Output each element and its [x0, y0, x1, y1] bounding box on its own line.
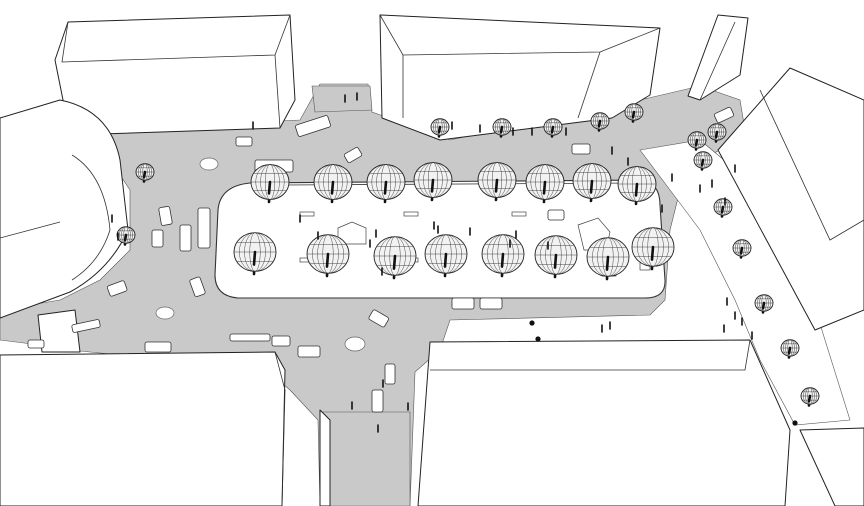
car-icon	[197, 207, 211, 249]
building-northeast-tower	[687, 14, 749, 101]
tree-icon	[534, 235, 578, 279]
car-icon	[297, 345, 321, 358]
tree-icon	[586, 237, 630, 281]
building-east	[717, 67, 864, 331]
vehicles	[27, 106, 735, 413]
bench	[299, 211, 315, 217]
car-icon	[106, 280, 128, 297]
south-street-surface	[321, 411, 411, 506]
bollard-icon	[792, 420, 798, 426]
tree-icon	[424, 234, 468, 278]
tree-icon	[313, 164, 353, 204]
tree-icon	[430, 118, 450, 138]
car-icon	[384, 363, 396, 385]
car-icon	[571, 143, 591, 155]
building-southeast	[417, 339, 791, 506]
tree-icon	[631, 227, 675, 271]
car-icon	[371, 389, 384, 413]
tree-icon	[525, 164, 565, 204]
tree-icon	[780, 339, 800, 359]
tree-icon	[481, 234, 525, 278]
tree-icon	[366, 164, 406, 204]
tree-icon	[250, 164, 290, 204]
car-icon	[479, 297, 503, 310]
buildings	[0, 14, 864, 506]
tree-icon	[617, 166, 657, 206]
car-icon	[295, 115, 331, 137]
tree-icon	[572, 163, 612, 203]
tree-icon	[413, 162, 453, 202]
car-icon	[235, 136, 253, 147]
car-icon	[189, 276, 206, 298]
car-icon	[27, 339, 45, 349]
tree-icon	[373, 236, 417, 280]
building-southeast-corner	[799, 427, 864, 506]
car-icon	[713, 106, 735, 124]
car-icon	[229, 333, 271, 342]
tree-icon	[732, 239, 752, 259]
tree-icon	[754, 294, 774, 314]
car-icon	[151, 229, 164, 248]
bench	[403, 211, 419, 217]
car-icon	[451, 297, 475, 310]
bollard-icon	[535, 336, 541, 342]
north-lane-surface	[311, 85, 373, 113]
tree-icon	[693, 151, 713, 171]
tree-icon	[624, 103, 644, 123]
tree-icon	[116, 226, 136, 246]
paving-circle	[344, 336, 366, 352]
car-icon	[158, 206, 173, 226]
tree-icon	[477, 162, 517, 202]
car-icon	[71, 319, 101, 333]
paving-circles	[155, 157, 366, 352]
tree-icon	[713, 198, 733, 218]
car-icon	[368, 309, 389, 328]
building-southwest	[0, 351, 286, 506]
paving-circle	[155, 306, 175, 320]
tree-icon	[135, 163, 155, 183]
bollards	[529, 320, 798, 426]
pedestrians	[111, 92, 753, 433]
tree-icon	[543, 118, 563, 138]
car-icon	[144, 341, 172, 353]
car-icon	[343, 147, 363, 163]
south-gateway-left	[319, 409, 331, 506]
bench	[511, 211, 527, 217]
tree-icon	[492, 118, 512, 138]
car-icon	[271, 335, 291, 347]
car-icon	[547, 209, 565, 221]
bollard-icon	[529, 320, 535, 326]
tree-icon	[687, 131, 707, 151]
tree-icon	[233, 232, 277, 276]
tree-icon	[707, 123, 727, 143]
tree-icon	[800, 387, 820, 407]
tree-icon	[306, 234, 350, 278]
tree-icon	[590, 112, 610, 132]
car-icon	[179, 224, 192, 252]
paving-circle	[199, 157, 219, 171]
trees	[116, 103, 820, 407]
